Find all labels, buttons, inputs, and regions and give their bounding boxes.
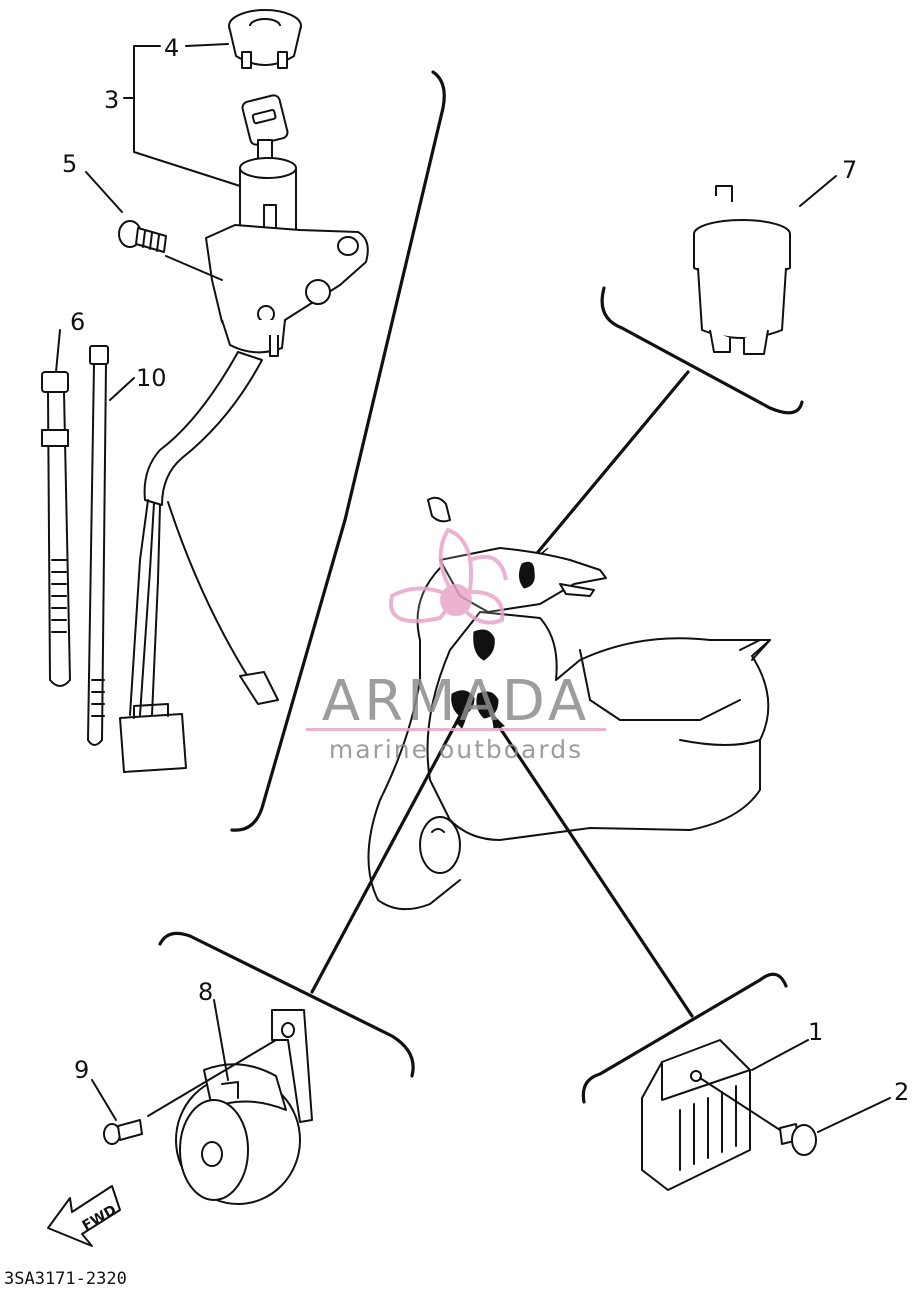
callout-3: 3 [104, 86, 119, 114]
scooter-outline [367, 496, 771, 911]
callout-1: 1 [808, 1018, 823, 1046]
starter-relay [693, 175, 837, 355]
horn-bracket [158, 931, 415, 1078]
callout-8: 8 [198, 978, 213, 1006]
cable-tie-6 [41, 329, 71, 687]
watermark-rule [306, 728, 606, 731]
watermark-title: ARMADA [322, 669, 590, 734]
callout-4: 4 [164, 34, 179, 62]
callout-2: 2 [894, 1078, 909, 1106]
rectifier-bolt [779, 1097, 891, 1156]
fwd-arrow-icon: FWD [47, 1185, 121, 1247]
callout-6: 6 [70, 308, 85, 336]
switch-screw [118, 220, 167, 253]
part-code-label: 3SA3171-2320 [4, 1269, 127, 1288]
relay-bracket [600, 286, 804, 415]
callout-10: 10 [136, 364, 167, 392]
cable-tie-10 [87, 345, 135, 746]
horn [175, 999, 313, 1205]
switch-cap [228, 9, 302, 69]
callout-5: 5 [62, 150, 77, 178]
group-bracket-main [230, 70, 446, 832]
rectifier-bracket [581, 972, 788, 1104]
watermark-subtitle: marine outboards [329, 735, 583, 764]
armada-watermark: ARMADA marine outboards [306, 527, 606, 764]
callout-7: 7 [842, 156, 857, 184]
ignition-key [241, 94, 289, 165]
callout-9: 9 [74, 1056, 89, 1084]
horn-bolt [91, 1039, 277, 1145]
rectifier-regulator [641, 1039, 809, 1191]
propeller-logo-icon [389, 527, 508, 625]
main-switch-assembly [118, 9, 369, 357]
switch-wire-harness [119, 351, 279, 773]
